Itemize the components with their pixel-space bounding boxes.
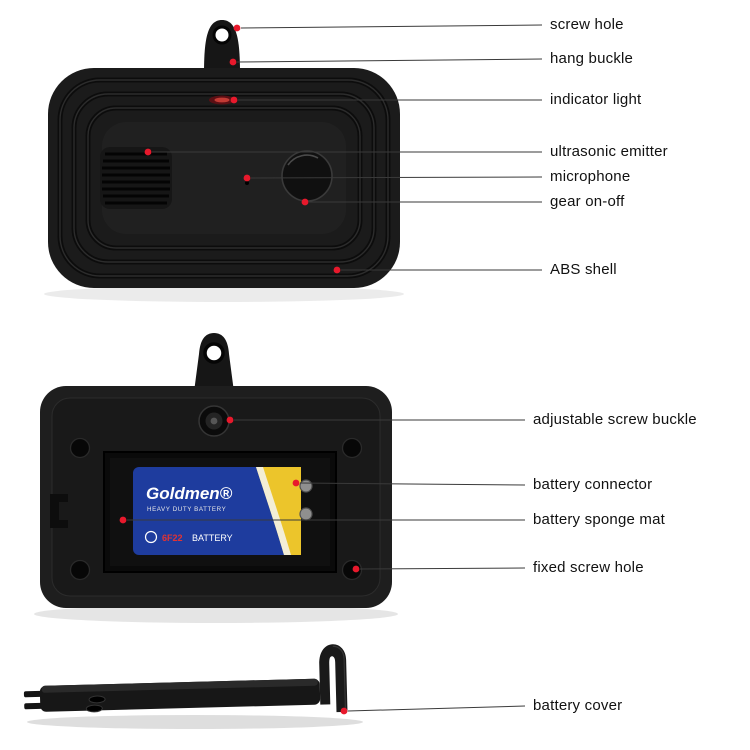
callout-label-gear-on-off: gear on-off: [550, 193, 625, 210]
callout-label-indicator-light: indicator light: [550, 91, 642, 108]
callout-line-microphone: [250, 176, 543, 179]
callout-dot-hang-buckle: [229, 58, 237, 66]
callout-dot-battery-connector: [292, 479, 300, 487]
fixed-screw-hole-tr: [341, 437, 363, 459]
cover-slot-2: [85, 704, 103, 713]
adjustable-screw-buckle: [198, 405, 230, 437]
cover-prong-2: [24, 702, 43, 710]
cover-plate-top-face: [41, 678, 318, 693]
battery-connector-snap-1: [299, 479, 313, 493]
callout-label-abs-shell: ABS shell: [550, 261, 617, 278]
knob-highlight: [287, 154, 319, 166]
callout-dot-battery-sponge-mat: [119, 516, 127, 524]
battery-cover-part: [23, 644, 348, 713]
callout-dot-gear-on-off: [301, 198, 309, 206]
callout-dot-battery-cover: [340, 707, 348, 715]
callout-label-battery-connector: battery connector: [533, 476, 653, 493]
cover-hook: [319, 644, 348, 713]
cover-prong-1: [23, 690, 42, 698]
battery-door-latch: [50, 494, 68, 528]
callout-line-battery-cover: [347, 705, 526, 712]
callout-lines-layer: [119, 24, 543, 715]
fixed-screw-hole-tl: [69, 437, 91, 459]
back-buckle-hole: [203, 342, 225, 364]
cover-slot-1: [88, 695, 106, 704]
shadow-front-device: [44, 286, 404, 302]
fixed-screw-hole-bl: [69, 559, 91, 581]
callout-dot-screw-hole: [233, 24, 241, 32]
shadow-back-device: [34, 605, 398, 623]
callout-label-ultrasonic-emitter: ultrasonic emitter: [550, 143, 668, 160]
callout-label-fixed-screw-hole: fixed screw hole: [533, 559, 644, 576]
ultrasonic-emitter-grille: [100, 147, 172, 209]
callout-dot-ultrasonic-emitter: [144, 148, 152, 156]
battery-brand-text: Goldmen®: [146, 484, 233, 503]
callout-label-adjustable-screw-buckle: adjustable screw buckle: [533, 411, 697, 428]
callout-line-fixed-screw-hole: [359, 567, 526, 570]
cover-hook-highlight: [332, 645, 346, 708]
callout-label-hang-buckle: hang buckle: [550, 50, 634, 67]
callout-dot-microphone: [243, 174, 251, 182]
callout-label-battery-sponge-mat: battery sponge mat: [533, 511, 666, 528]
device-back-view: Goldmen® HEAVY DUTY BATTERY 6F22 BATTERY: [40, 333, 392, 608]
callout-label-microphone: microphone: [550, 168, 631, 185]
battery-code-text: 6F22: [162, 533, 183, 543]
callout-label-screw-hole: screw hole: [550, 16, 624, 33]
battery-word-text: BATTERY: [192, 533, 233, 543]
callout-label-battery-cover: battery cover: [533, 697, 623, 714]
fixed-screw-hole-br: [341, 559, 363, 581]
callout-line-hang-buckle: [236, 58, 543, 63]
callout-dot-fixed-screw-hole: [352, 565, 360, 573]
indicator-light-glow: [214, 97, 230, 103]
device-front-view: [48, 20, 400, 288]
battery-subtitle-text: HEAVY DUTY BATTERY: [147, 506, 226, 513]
microphone-hole: [245, 181, 249, 185]
callout-dot-indicator-light: [230, 96, 238, 104]
screw-hole: [212, 25, 232, 45]
battery-cert-logo: [144, 530, 158, 544]
callout-line-screw-hole: [240, 24, 543, 29]
gear-on-off-knob: [281, 150, 333, 202]
callout-dot-adjustable-screw-buckle: [226, 416, 234, 424]
callout-dot-abs-shell: [333, 266, 341, 274]
battery: Goldmen® HEAVY DUTY BATTERY 6F22 BATTERY: [133, 467, 313, 555]
battery-connector-snap-2: [299, 507, 313, 521]
shadow-battery-cover: [27, 715, 363, 729]
callout-line-battery-connector: [299, 482, 526, 486]
